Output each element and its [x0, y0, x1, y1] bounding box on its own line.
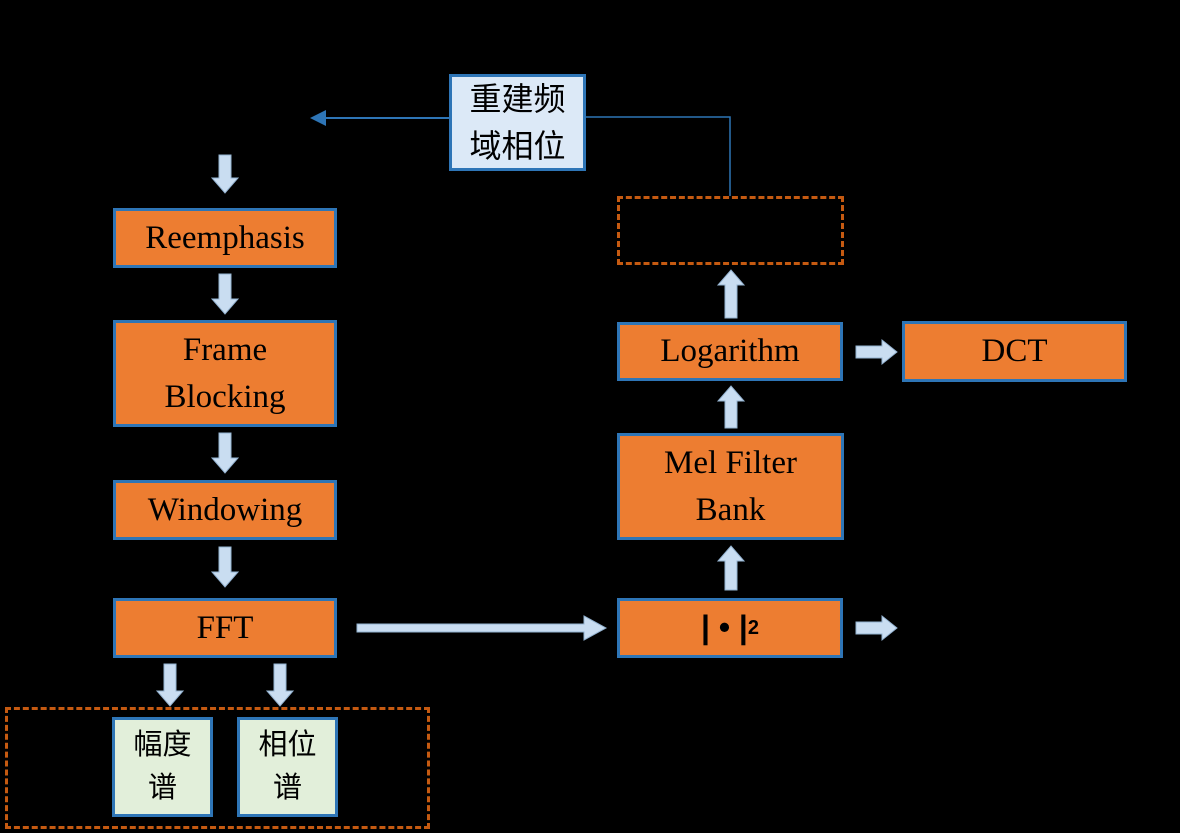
node-windowing-label: Windowing	[147, 491, 303, 528]
node-squared-magnitude-label: | • |	[700, 609, 748, 646]
arrow-input-to-reemphasis-icon	[210, 154, 240, 194]
node-squared-magnitude-exponent: 2	[747, 616, 759, 639]
node-phase-spectrum-label-line2: 谱	[272, 772, 302, 804]
arrow-fft-to-squared-magnitude-icon	[356, 615, 608, 641]
node-logarithm: Logarithm	[617, 322, 843, 381]
node-logarithm-label: Logarithm	[660, 333, 800, 370]
node-frame-blocking: Frame Blocking	[113, 320, 337, 427]
arrow-fft-to-phase-spectrum-icon	[265, 663, 295, 707]
arrow-fft-to-magnitude-spectrum-icon	[155, 663, 185, 707]
connector-empty-box-to-reconstruct-phase-line	[586, 116, 731, 196]
node-dct-label: DCT	[981, 333, 1048, 370]
node-frame-blocking-label-line1: Frame	[182, 331, 268, 368]
spectrum-group-dashed-box	[5, 707, 430, 829]
arrow-squared-magnitude-to-mel-filter-bank-icon	[716, 545, 746, 591]
arrow-reemphasis-to-frame-blocking-icon	[210, 273, 240, 315]
node-phase-spectrum: 相位 谱	[237, 717, 338, 817]
node-magnitude-spectrum-label-line2: 谱	[147, 772, 177, 804]
node-fft: FFT	[113, 598, 337, 658]
node-reemphasis: Reemphasis	[113, 208, 337, 268]
node-mel-filter-bank-label-line2: Bank	[695, 491, 766, 528]
node-fft-label: FFT	[196, 609, 254, 646]
node-reconstruct-phase-label-line1: 重建频	[469, 81, 566, 118]
node-reemphasis-label: Reemphasis	[145, 219, 305, 256]
node-phase-spectrum-label-line1: 相位	[258, 728, 317, 761]
arrow-logarithm-to-dct-icon	[855, 338, 898, 366]
node-windowing: Windowing	[113, 480, 337, 540]
node-reconstruct-phase: 重建频 域相位	[449, 74, 586, 171]
arrow-windowing-to-fft-icon	[210, 546, 240, 588]
arrow-squared-magnitude-output-icon	[855, 614, 898, 642]
arrow-frame-blocking-to-windowing-icon	[210, 432, 240, 474]
arrow-logarithm-to-empty-box-icon	[716, 269, 746, 319]
node-frame-blocking-label-line2: Blocking	[164, 378, 286, 415]
arrow-reconstruct-phase-output-left-head	[310, 110, 326, 126]
node-magnitude-spectrum-label-line1: 幅度	[133, 728, 192, 761]
node-dct: DCT	[902, 321, 1127, 382]
arrow-mel-filter-bank-to-logarithm-icon	[716, 385, 746, 429]
node-magnitude-spectrum: 幅度 谱	[112, 717, 213, 817]
node-mel-filter-bank-label-line1: Mel Filter	[664, 444, 797, 481]
node-reconstruct-phase-label-line2: 域相位	[469, 127, 566, 164]
node-mel-filter-bank: Mel Filter Bank	[617, 433, 844, 540]
node-empty-dashed-box	[617, 196, 844, 265]
node-squared-magnitude: | • |2	[617, 598, 843, 658]
